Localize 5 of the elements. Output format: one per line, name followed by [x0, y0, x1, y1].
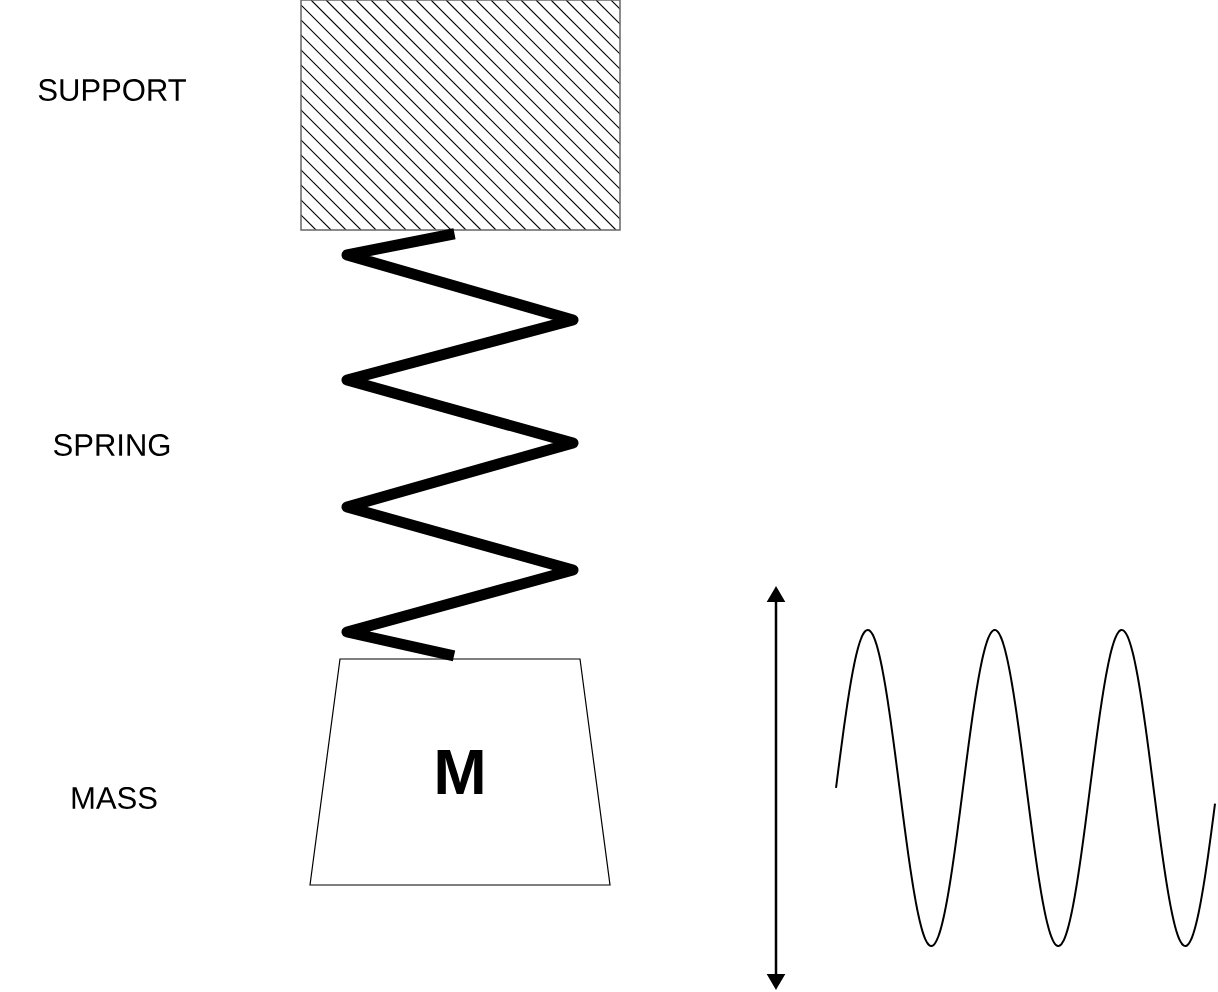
hatched-support-block: [300, 0, 621, 231]
part-label: SPRING: [54, 434, 170, 456]
part-label: SUPPORT: [38, 79, 186, 101]
part-label: MASS: [72, 787, 157, 809]
mass-block: M: [309, 658, 611, 886]
